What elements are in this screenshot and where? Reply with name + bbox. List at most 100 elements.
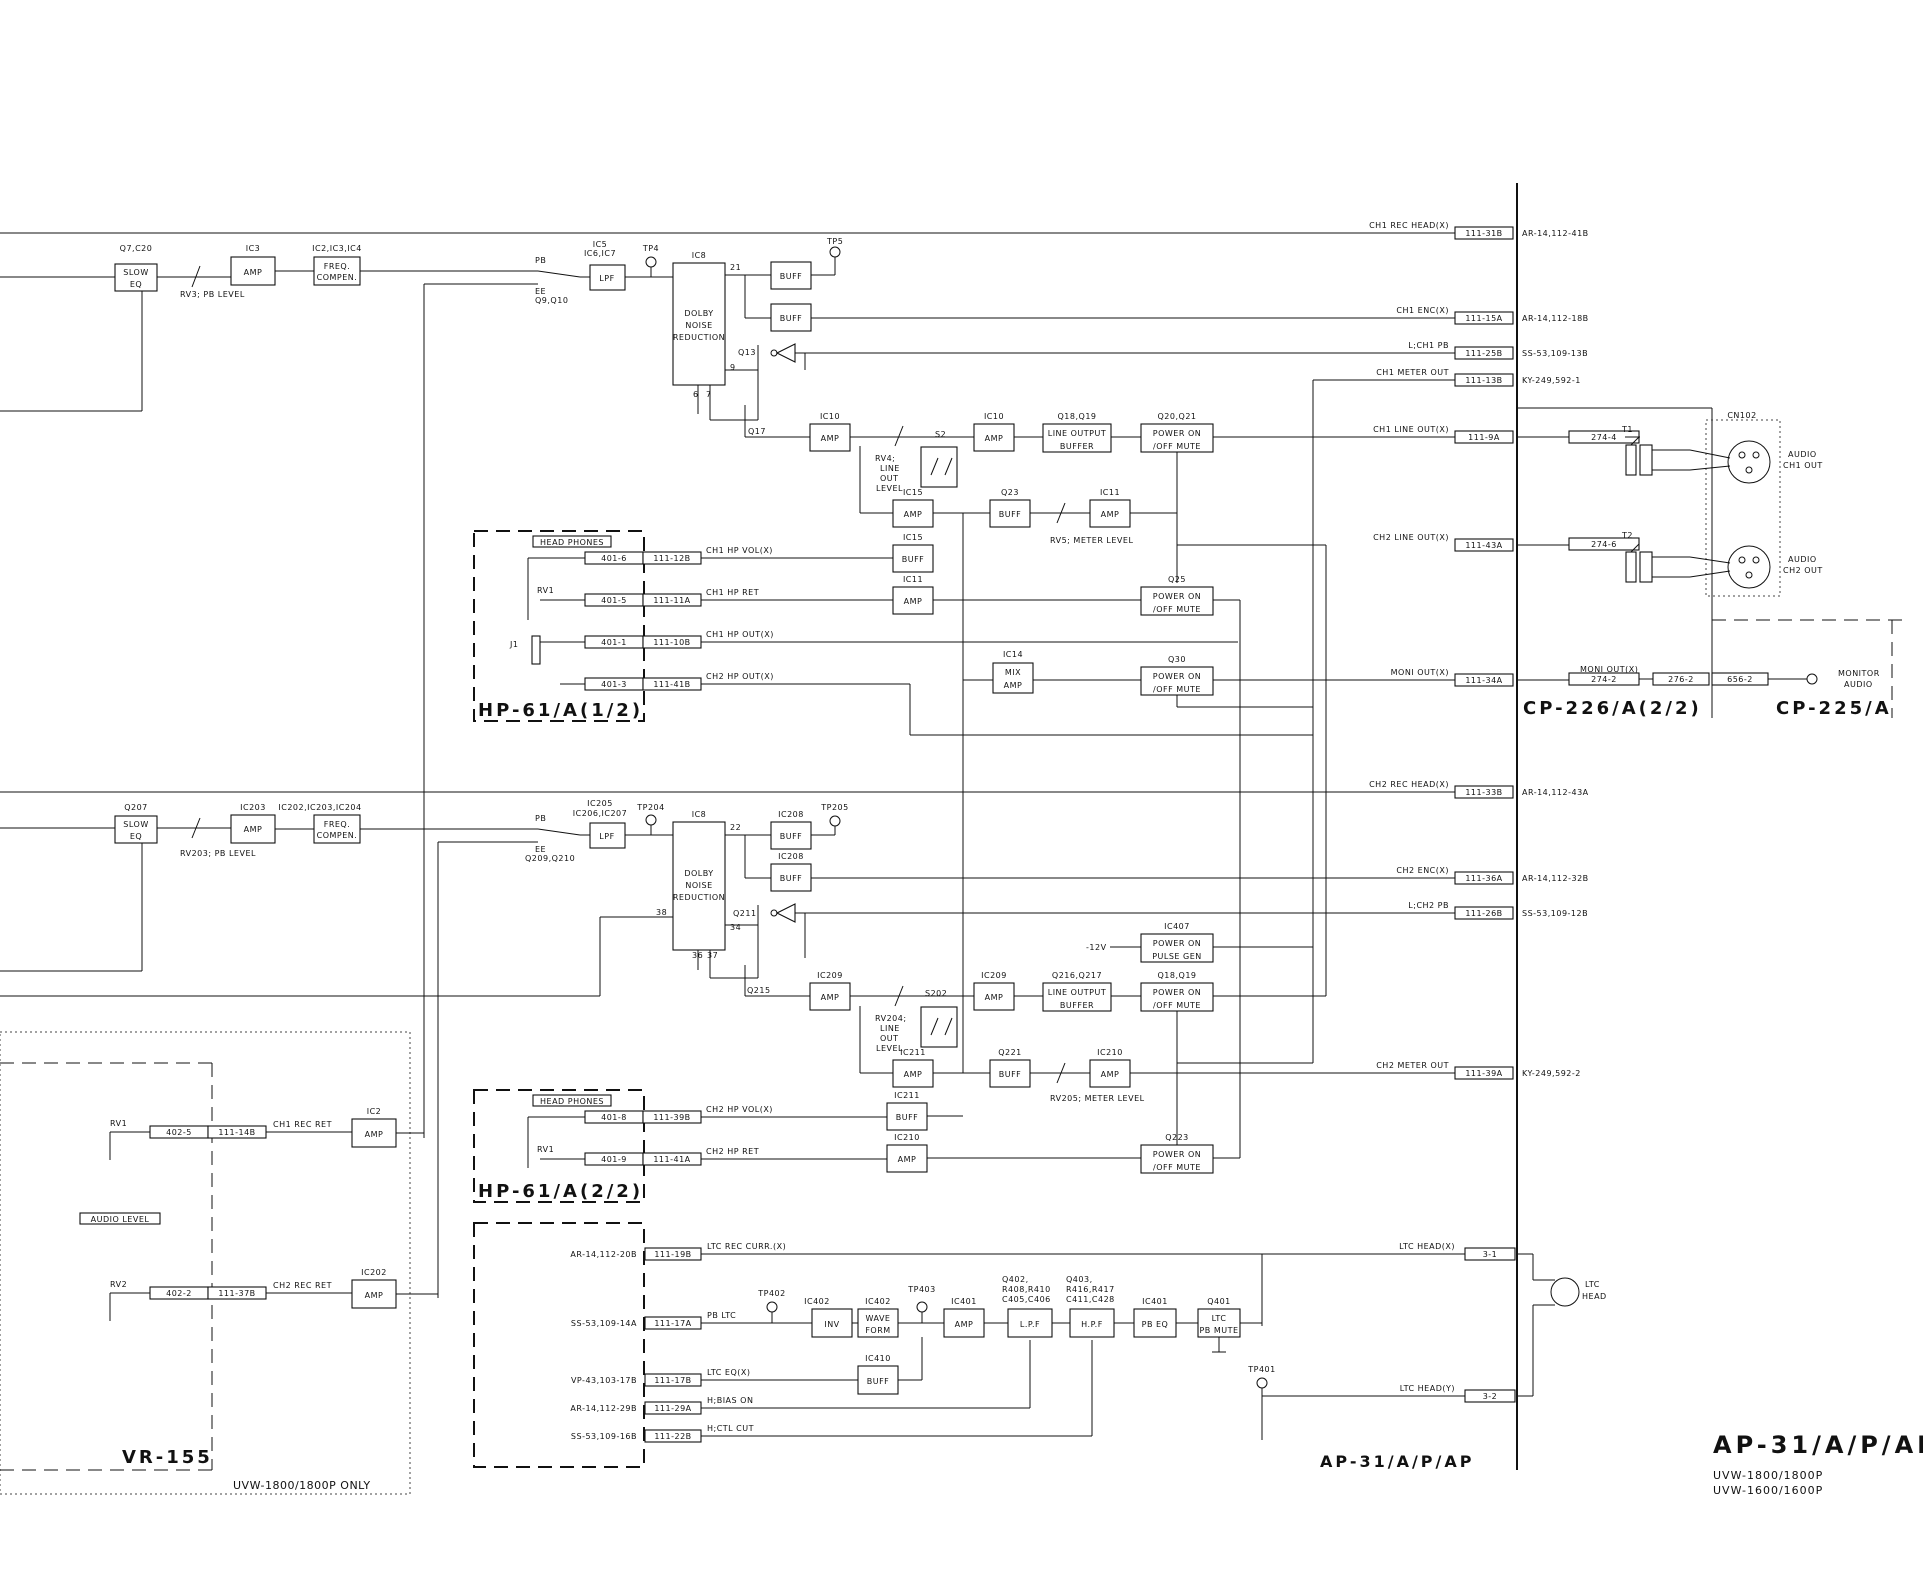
svg-text:BUFF: BUFF	[867, 1377, 890, 1386]
svg-text:IC6,IC7: IC6,IC7	[584, 249, 616, 258]
ch1-lpf-block	[589, 264, 626, 291]
svg-text:21: 21	[730, 263, 741, 272]
bus-signal-label: MONI OUT(X)	[1391, 668, 1449, 677]
ch2-amp-ic203	[230, 814, 276, 844]
svg-text:Q7,C20: Q7,C20	[120, 244, 153, 253]
cn102-connector-box	[1705, 419, 1781, 597]
bus-connector-box	[1454, 346, 1514, 360]
svg-text:IC15: IC15	[903, 533, 923, 542]
svg-text:111-10B: 111-10B	[653, 638, 690, 647]
monitor-audio-jack-icon	[1806, 673, 1818, 685]
svg-text:DOLBY: DOLBY	[684, 869, 713, 878]
ch1-amp-ic10	[809, 423, 851, 452]
svg-text:FORM: FORM	[865, 1326, 890, 1335]
svg-text:PB: PB	[535, 256, 546, 265]
svg-text:IC15: IC15	[903, 488, 923, 497]
svg-text:VR-155: VR-155	[122, 1447, 213, 1468]
svg-text:111-37B: 111-37B	[218, 1289, 255, 1298]
svg-text:IC208: IC208	[778, 810, 804, 819]
svg-text:IC410: IC410	[865, 1354, 891, 1363]
svg-text:CH2 REC RET: CH2 REC RET	[273, 1281, 332, 1290]
svg-text:MONITOR: MONITOR	[1838, 669, 1880, 678]
svg-text:Q209,Q210: Q209,Q210	[525, 854, 575, 863]
ch2-pb-buffer	[775, 903, 796, 923]
svg-text:AUDIO: AUDIO	[1788, 450, 1817, 459]
ch1-buff-1	[770, 261, 812, 290]
ch2-buff-1	[770, 821, 812, 850]
ch1-switch-s2	[920, 446, 958, 488]
svg-text:TP204: TP204	[636, 803, 664, 812]
svg-text:CH2 OUT: CH2 OUT	[1783, 566, 1823, 575]
svg-text:AMP: AMP	[1101, 1070, 1120, 1079]
svg-text:IC14: IC14	[1003, 650, 1023, 659]
svg-text:IC206,IC207: IC206,IC207	[573, 809, 627, 818]
bus-connector-id: 111-26B	[1465, 909, 1502, 918]
svg-text:TP402: TP402	[757, 1289, 785, 1298]
bus-destination-label: AR-14,112-32B	[1522, 874, 1589, 883]
svg-text:C405,C406: C405,C406	[1002, 1295, 1051, 1304]
svg-text:401-1: 401-1	[601, 638, 627, 647]
svg-text:Q9,Q10: Q9,Q10	[535, 296, 568, 305]
ch1-buff-2	[770, 303, 812, 332]
svg-text:Q207: Q207	[124, 803, 148, 812]
svg-text:IC11: IC11	[1100, 488, 1120, 497]
svg-text:CH1 HP OUT(X): CH1 HP OUT(X)	[706, 630, 774, 639]
svg-text:IC210: IC210	[1097, 1048, 1123, 1057]
ch1-section: SLOW EQ Q7,C20 RV3; PB LEVEL AMP IC3 FRE…	[0, 232, 1472, 1138]
svg-text:AUDIO LEVEL: AUDIO LEVEL	[91, 1215, 150, 1224]
svg-text:SLOW: SLOW	[123, 820, 148, 829]
svg-text:3-2: 3-2	[1483, 1392, 1498, 1401]
svg-text:BUFFER: BUFFER	[1060, 442, 1094, 451]
svg-text:CH2 HP OUT(X): CH2 HP OUT(X)	[706, 672, 774, 681]
bus-signal-label: CH2 METER OUT	[1376, 1061, 1449, 1070]
ch2-lpf-block	[589, 822, 626, 849]
svg-text:AMP: AMP	[904, 597, 923, 606]
svg-text:/OFF MUTE: /OFF MUTE	[1153, 1001, 1201, 1010]
svg-text:BUFF: BUFF	[896, 1113, 919, 1122]
bus-signal-label: CH2 ENC(X)	[1396, 866, 1449, 875]
svg-text:Q403,: Q403,	[1066, 1275, 1093, 1284]
bus-destination-label: AR-14,112-41B	[1522, 229, 1589, 238]
svg-text:TP401: TP401	[1247, 1365, 1275, 1374]
bus-destination-label: AR-14,112-18B	[1522, 314, 1589, 323]
svg-text:/OFF MUTE: /OFF MUTE	[1153, 605, 1201, 614]
bus-connector-box	[1454, 1066, 1514, 1080]
svg-text:IC402: IC402	[804, 1297, 830, 1306]
bus-connector-box	[1454, 226, 1514, 240]
bus-connector-id: 111-25B	[1465, 349, 1502, 358]
svg-text:Q13: Q13	[738, 348, 756, 357]
svg-text:RV2: RV2	[110, 1280, 127, 1289]
svg-text:CH1 HP RET: CH1 HP RET	[706, 588, 759, 597]
bus-signal-label: CH1 REC HEAD(X)	[1369, 221, 1449, 230]
svg-text:IC8: IC8	[692, 251, 707, 260]
svg-text:Q17: Q17	[748, 427, 766, 436]
svg-text:401-6: 401-6	[601, 554, 627, 563]
svg-text:111-11A: 111-11A	[653, 596, 690, 605]
cp-section: CP-226/A(2/2) CP-225/A CN102 274-4 274-6…	[1517, 407, 1902, 719]
svg-text:OUT: OUT	[880, 1034, 899, 1043]
ch1-pb-buffer	[775, 343, 796, 363]
svg-text:PB LTC: PB LTC	[707, 1311, 736, 1320]
svg-text:CP-226/A(2/2): CP-226/A(2/2)	[1523, 698, 1702, 719]
bus-destination-label: AR-14,112-43A	[1522, 788, 1589, 797]
svg-text:HP-61/A(2/2): HP-61/A(2/2)	[478, 1181, 643, 1202]
svg-text:Q221: Q221	[998, 1048, 1022, 1057]
svg-text:IC211: IC211	[900, 1048, 926, 1057]
svg-text:COMPEN.: COMPEN.	[317, 831, 358, 840]
svg-text:IC407: IC407	[1164, 922, 1190, 931]
bus-connector-box	[1454, 311, 1514, 325]
vr155-amp-ic2	[351, 1118, 397, 1148]
model-line-2: UVW-1600/1600P	[1713, 1484, 1823, 1497]
svg-text:EQ: EQ	[130, 280, 142, 289]
ch2-slow-eq-block	[114, 815, 158, 844]
svg-text:401-3: 401-3	[601, 680, 627, 689]
svg-text:AMP: AMP	[244, 268, 263, 277]
audio-level-label-box	[79, 1212, 161, 1225]
bus-connector-box	[1454, 673, 1514, 687]
svg-text:HEAD PHONES: HEAD PHONES	[540, 1097, 604, 1106]
svg-text:34: 34	[730, 923, 741, 932]
ch2-buff-2	[770, 863, 812, 892]
svg-text:274-6: 274-6	[1591, 540, 1617, 549]
svg-text:CH1 REC RET: CH1 REC RET	[273, 1120, 332, 1129]
